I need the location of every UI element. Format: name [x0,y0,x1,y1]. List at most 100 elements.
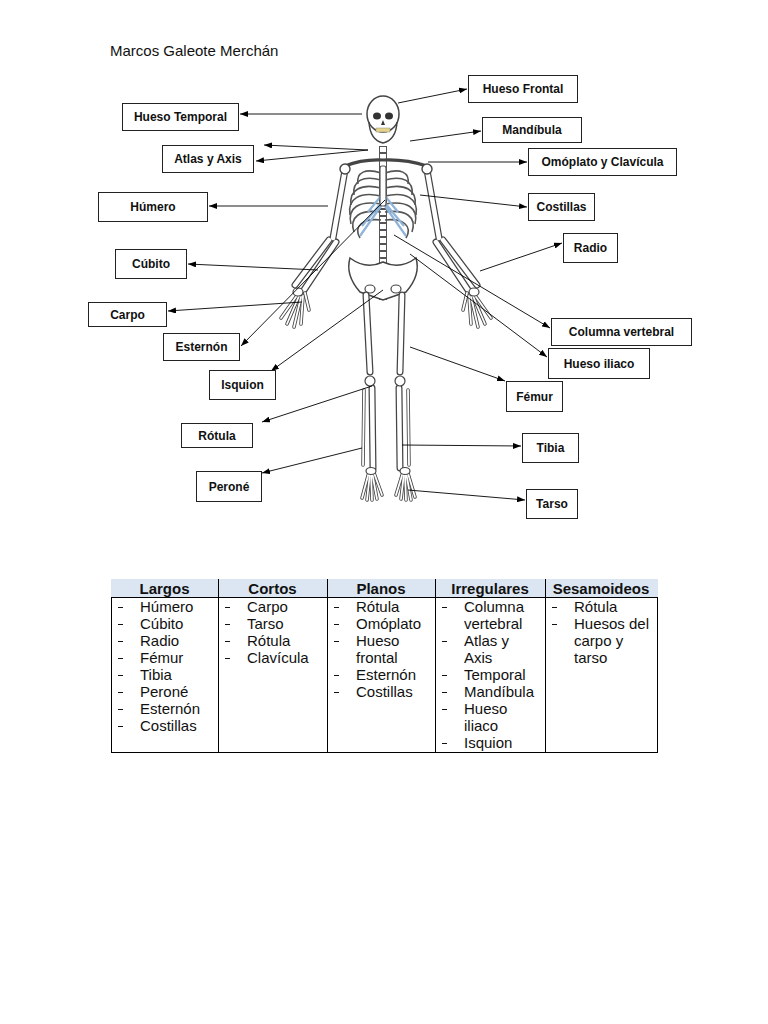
table-cell: Esternón [356,666,436,683]
sternum [380,166,386,206]
list-dash [442,692,447,693]
table-header-cell: Planos [327,579,435,598]
label-box: Atlas y Axis [162,145,254,173]
table-list-item: Rótula [552,598,654,615]
jaw [369,122,397,143]
table-list-item: Temporal [442,666,539,683]
label-text: Isquion [221,378,264,392]
table-list-item: Radio [118,632,220,649]
table-list-item: Esternón [334,666,436,683]
costal-cartilage [385,196,406,236]
table-cell: Costillas [356,683,436,700]
list-dash [118,607,123,608]
label-box: Hueso iliaco [548,348,650,379]
table-header: Irregulares [451,579,529,598]
table-cell: Atlas y Axis [464,632,539,666]
label-text: Húmero [130,200,175,214]
long-bone [295,170,477,468]
label-text: Omóplato y Clavícula [541,155,663,169]
list-dash [552,624,557,625]
shoulder [422,164,432,174]
leader-line [428,162,527,163]
list-dash [225,624,230,625]
list-dash [334,692,339,693]
table-header-cell: Irregulares [435,579,545,598]
pelvis [349,258,418,300]
label-text: Costillas [536,200,586,214]
list-dash [334,641,339,642]
table-column-line [327,579,328,752]
table-cell: Húmero [140,598,220,615]
label-box: Cúbito [115,249,187,279]
label-text: Cúbito [132,257,170,271]
leader-line [402,445,521,446]
table-header: Largos [139,579,189,598]
table-list-item: Tibia [118,666,220,683]
table-list-item: Húmero [118,598,220,615]
label-text: Columna vertebral [569,325,674,339]
table-header-cell: Sesamoideos [545,579,657,598]
label-box: Hueso Frontal [468,75,578,103]
list-dash [334,624,339,625]
label-text: Hueso Frontal [483,82,564,96]
table-column-line [218,579,219,752]
table-header-cell: Cortos [218,579,327,598]
label-box: Isquion [209,370,276,400]
table-list-item: Rótula [225,632,317,649]
author-name: Marcos Galeote Merchán [110,42,278,59]
list-dash [118,726,123,727]
table-list-item: Clavícula [225,649,317,666]
label-box: Tibia [522,433,579,463]
skull [367,96,399,132]
shoulder [340,164,350,174]
leader-line [480,243,562,271]
table-list-item: Isquion [442,734,539,751]
table-list-item: Costillas [334,683,436,700]
table-cell: Tarso [247,615,317,632]
table-cell: Rótula [574,598,654,615]
eye-socket [373,113,381,120]
table-list-item: Columna vertebral [442,598,539,632]
label-box: Peroné [196,471,262,502]
label-box: Tarso [526,489,578,519]
label-text: Hueso Temporal [134,110,227,124]
table-list-item: Rótula [334,598,436,615]
leader-line [264,145,368,150]
leader-line [420,195,527,207]
leader-line [410,254,547,357]
small-bone [281,293,491,500]
label-box: Esternón [163,333,240,361]
long-bone-outline [295,170,477,468]
label-text: Mandíbula [502,123,561,137]
label-text: Tarso [536,497,568,511]
list-dash [334,607,339,608]
list-dash [225,607,230,608]
table-column-line [545,579,546,752]
table-header: Sesamoideos [553,579,650,598]
label-box: Hueso Temporal [122,103,239,131]
label-text: Tibia [537,441,565,455]
table-cell: Isquion [464,734,539,751]
table-column-line [435,579,436,752]
table-cell: Peroné [140,683,220,700]
table-header-cell: Largos [111,579,218,598]
list-dash [118,658,123,659]
eye-socket [385,113,393,120]
list-dash [442,641,447,642]
table-list-item: Hueso frontal [334,632,436,666]
label-text: Fémur [516,390,553,404]
table-cell: Rótula [356,598,436,615]
label-box: Mandíbula [482,117,582,143]
clavicle [383,160,427,166]
clavicle [345,160,383,166]
list-dash [334,675,339,676]
list-dash [118,641,123,642]
label-box: Húmero [98,192,208,222]
leader-line [209,206,328,207]
leader-line [271,290,383,371]
label-text: Radio [574,241,607,255]
table-cell: Carpo [247,598,317,615]
table-cell: Hueso iliaco [464,700,539,734]
table-cell: Columna vertebral [464,598,539,632]
label-box: Costillas [528,193,595,221]
